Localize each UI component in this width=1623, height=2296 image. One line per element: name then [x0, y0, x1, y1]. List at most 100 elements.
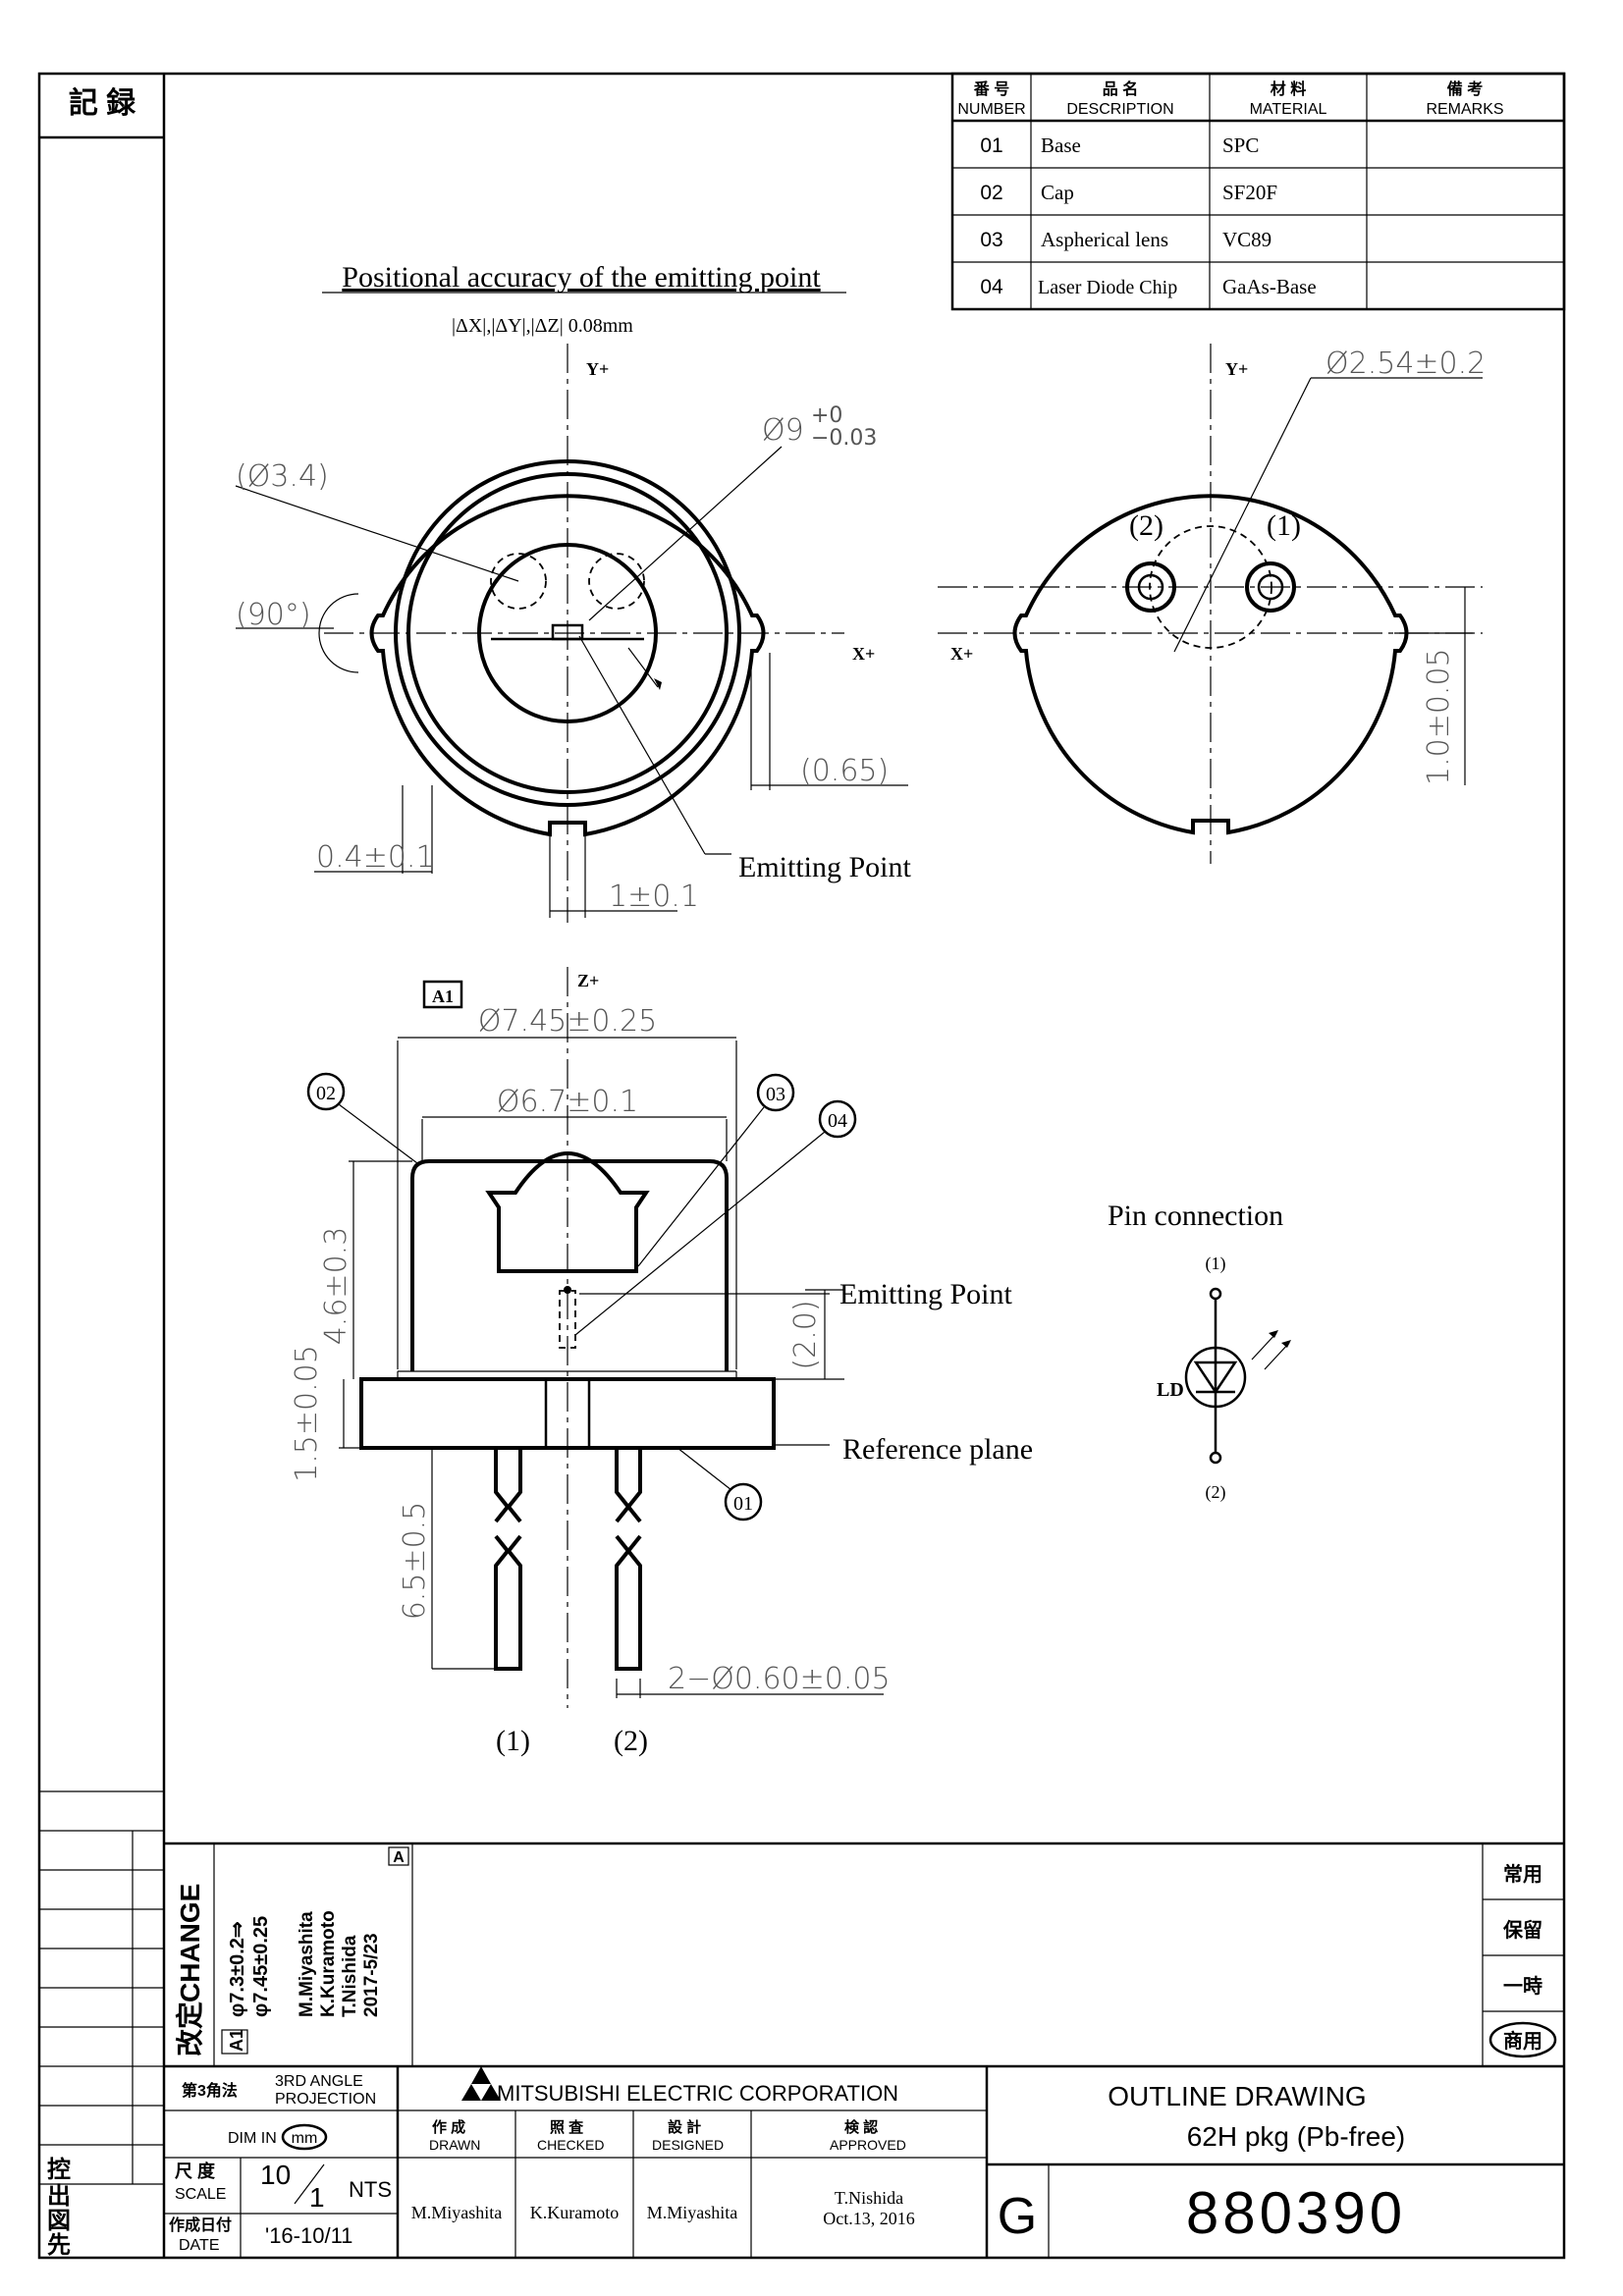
scale-jp: 尺 度 — [175, 2161, 216, 2181]
sheet-frame — [37, 72, 1566, 2260]
change-block: A 改定 CHANGE A1 φ7.3±0.2⇒ φ7.45±0.25 M.Mi… — [164, 1842, 1564, 2068]
top-x-axis: X+ — [852, 644, 875, 664]
top-y-axis: Y+ — [586, 359, 609, 379]
projection-en-2: PROJECTION — [275, 2091, 376, 2108]
scale-nts: NTS — [349, 2177, 392, 2202]
bottom-pin2: (2) — [1129, 509, 1163, 542]
change-name-2: K.Kuramoto — [318, 1910, 339, 2017]
dim-angle: (90°) — [236, 598, 311, 632]
svg-text:控: 控 — [47, 2156, 71, 2183]
role-approved: APPROVED — [830, 2137, 906, 2153]
change-desc-1: φ7.3±0.2⇒ — [227, 1921, 248, 2017]
drawn-by: M.Miyashita — [411, 2203, 503, 2222]
accuracy-note: |ΔX|,|ΔY|,|ΔZ| 0.08mm — [452, 315, 633, 337]
dim-notch-width: 1±0.1 — [609, 880, 699, 914]
balloon-03: 03 — [766, 1084, 785, 1105]
bottom-x-axis: X+ — [950, 644, 973, 664]
company-logo — [461, 2066, 501, 2101]
row-number: 02 — [980, 182, 1002, 204]
lead-2-label: (2) — [614, 1725, 648, 1757]
dim-base-diameter: Ø7.45±0.25 — [478, 1004, 657, 1039]
svg-text:先: 先 — [47, 2232, 71, 2259]
dim-outer-tol-minus: −0.03 — [811, 426, 877, 451]
row-number: 01 — [980, 134, 1002, 157]
change-tag: A1 — [227, 2029, 246, 2052]
change-date: 2017-5/23 — [361, 1933, 382, 2017]
change-label-jp: 改定 — [174, 2002, 205, 2056]
pin-connection-pin1: (1) — [1206, 1254, 1226, 1274]
approved-date: Oct.13, 2016 — [823, 2209, 915, 2228]
date-en: DATE — [179, 2237, 219, 2254]
row-material: GaAs-Base — [1222, 275, 1317, 298]
dim-outer-diameter: Ø9 — [762, 413, 804, 448]
company-name: MITSUBISHI ELECTRIC CORPORATION — [497, 2081, 898, 2106]
dim-unit-value: mm — [292, 2130, 318, 2147]
header-number-jp: 番 号 — [973, 80, 1009, 98]
bottom-view: Y+ X+ Ø2.54±0.2 (2) (1) 1.0±0.05 — [938, 344, 1486, 864]
date-jp: 作成日付 — [169, 2216, 232, 2234]
pin-connection-title: Pin connection — [1108, 1200, 1283, 1232]
header-description-jp: 品 名 — [1103, 80, 1138, 98]
dim-cap-height: 4.6±0.3 — [319, 1227, 353, 1346]
scale-numerator: 10 — [260, 2160, 291, 2190]
side-revision-tag: A1 — [432, 987, 454, 1006]
role-checked: CHECKED — [537, 2137, 604, 2153]
row-number: 03 — [980, 229, 1002, 251]
positional-accuracy-title: Positional accuracy of the emitting poin… — [342, 261, 821, 294]
usage-mark: 常用 — [1503, 1863, 1542, 1886]
balloon-01: 01 — [733, 1493, 753, 1515]
balloon-04: 04 — [828, 1110, 847, 1132]
usage-mark: 一時 — [1503, 1974, 1542, 1998]
change-letter: A — [393, 1849, 405, 1866]
bottom-pin1: (1) — [1267, 509, 1301, 542]
change-label-en: CHANGE — [175, 1884, 205, 2002]
top-view: Positional accuracy of the emitting poin… — [235, 261, 912, 923]
reference-plane-label: Reference plane — [842, 1433, 1033, 1466]
role-designed-jp: 設 計 — [668, 2118, 701, 2136]
usage-mark-selected: 商用 — [1503, 2029, 1542, 2053]
header-remarks: REMARKS — [1426, 101, 1503, 118]
row-material: SF20F — [1222, 181, 1277, 204]
row-number: 04 — [980, 276, 1003, 298]
drawing-number: 880390 — [1186, 2180, 1406, 2246]
header-remarks-jp: 備 考 — [1447, 80, 1483, 98]
bottom-y-axis: Y+ — [1225, 359, 1248, 379]
checked-by: K.Kuramoto — [530, 2203, 619, 2222]
dim-lead-diameter: 2−Ø0.60±0.05 — [668, 1662, 891, 1696]
drawing-title: OUTLINE DRAWING — [1108, 2081, 1366, 2111]
title-block: 第3角法 3RD ANGLE PROJECTION DIM IN mm 尺 度 … — [164, 2066, 1564, 2258]
row-description: Aspherical lens — [1041, 228, 1168, 251]
balloon-02: 02 — [316, 1083, 336, 1104]
row-description: Cap — [1041, 181, 1074, 204]
role-drawn: DRAWN — [429, 2137, 480, 2153]
header-number: NUMBER — [957, 101, 1025, 118]
role-designed: DESIGNED — [652, 2137, 724, 2153]
row-material: SPC — [1222, 133, 1259, 157]
side-emitting-point-label: Emitting Point — [839, 1278, 1013, 1310]
dim-cap-diameter: Ø6.7±0.1 — [497, 1085, 638, 1119]
side-view: A1 Z+ — [290, 967, 1033, 1757]
emitting-point-label: Emitting Point — [738, 851, 912, 883]
dim-notch-depth: 0.4±0.1 — [316, 840, 435, 875]
header-description: DESCRIPTION — [1066, 101, 1173, 118]
dim-lead-length: 6.5±0.5 — [398, 1502, 432, 1621]
side-z-axis: Z+ — [577, 971, 599, 990]
role-checked-jp: 照 査 — [550, 2118, 584, 2136]
usage-mark: 保留 — [1502, 1918, 1542, 1942]
role-drawn-jp: 作 成 — [432, 2118, 465, 2136]
dim-emit-height: (2.0) — [788, 1300, 823, 1369]
size-code: G — [998, 2188, 1037, 2245]
drawing-subtitle: 62H pkg (Pb-free) — [1187, 2121, 1406, 2152]
dim-base-thickness: 1.5±0.05 — [290, 1345, 324, 1482]
copy-destination-label: 控 出 図 先 — [47, 2156, 71, 2259]
dim-hole-diameter: (Ø3.4) — [236, 459, 329, 494]
pin-connection-ld: LD — [1157, 1379, 1184, 1401]
svg-text:図: 図 — [47, 2208, 71, 2234]
svg-text:出: 出 — [47, 2183, 71, 2210]
pin-connection-diagram: Pin connection (1) LD (2) — [1108, 1200, 1291, 1503]
pin-connection-pin2: (2) — [1206, 1482, 1226, 1503]
date-value: '16-10/11 — [265, 2223, 352, 2248]
parts-table: 番 号 NUMBER 品 名 DESCRIPTION 材 料 MATERIAL … — [950, 72, 1566, 311]
approved-by: T.Nishida — [835, 2188, 903, 2208]
